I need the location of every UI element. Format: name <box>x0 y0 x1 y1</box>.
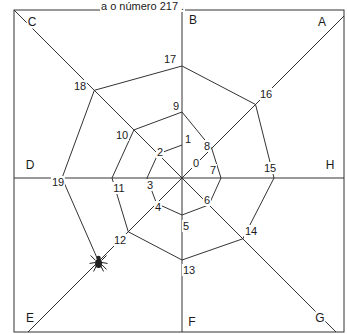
spider-leg <box>90 262 96 263</box>
web-number: 4 <box>154 201 162 213</box>
web-number: 16 <box>259 88 273 100</box>
spider-body <box>95 259 102 268</box>
web-number: 14 <box>244 225 258 237</box>
web-number: 17 <box>163 53 177 65</box>
axis-letter: H <box>325 159 336 172</box>
web-number: 0 <box>192 157 200 169</box>
web-number: 6 <box>203 194 211 206</box>
web-number: 8 <box>203 140 211 152</box>
web-number: 18 <box>73 80 87 92</box>
web-number: 1 <box>184 133 192 145</box>
axis-letter: F <box>187 316 196 329</box>
axis-letter: E <box>25 312 35 325</box>
web-number: 13 <box>182 264 196 276</box>
axis-line <box>28 16 344 332</box>
spider-leg <box>102 255 107 260</box>
spider-leg <box>102 262 108 263</box>
header-text: a o número 217 . <box>100 0 185 12</box>
axis-line <box>14 10 336 332</box>
web-number: 7 <box>209 164 217 176</box>
web-number: 12 <box>113 234 127 246</box>
axis-letter: D <box>25 159 36 172</box>
web-number: 11 <box>112 182 125 194</box>
axis-letter: C <box>27 16 38 29</box>
axis-line <box>182 10 183 332</box>
web-number: 19 <box>51 176 65 188</box>
axis-letter: B <box>188 14 198 27</box>
spiral-thread <box>62 66 274 261</box>
web-number: 9 <box>172 100 180 112</box>
spider-leg <box>91 255 96 260</box>
web-number: 10 <box>115 129 129 141</box>
web-number: 3 <box>146 179 154 191</box>
web-number: 5 <box>182 220 190 232</box>
spider-symbol <box>90 255 108 271</box>
axis-letter: A <box>317 16 327 29</box>
axis-letter: G <box>314 312 325 325</box>
web-number: 2 <box>156 146 164 158</box>
spider-head <box>96 256 100 260</box>
frame <box>14 10 344 332</box>
web-lines <box>14 10 344 332</box>
web-number: 15 <box>263 162 277 174</box>
